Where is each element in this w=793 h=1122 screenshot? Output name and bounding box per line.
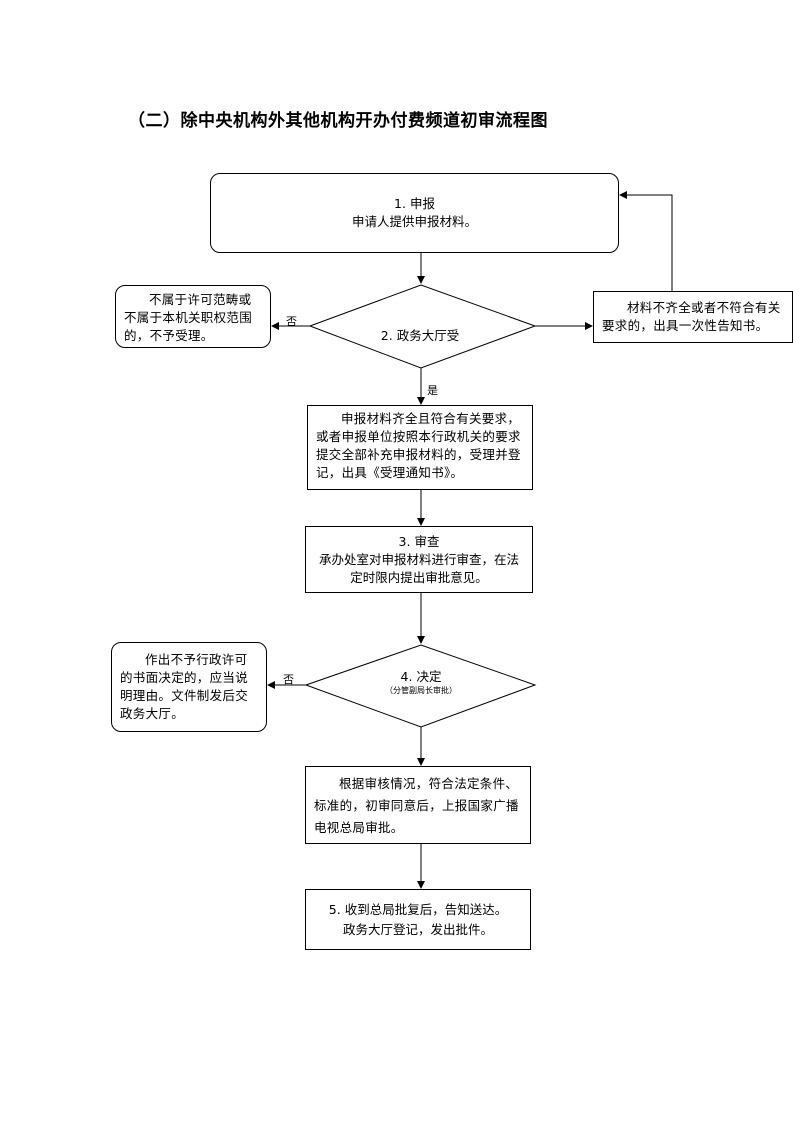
apply-step-text: 申请人提供申报材料。 (351, 214, 477, 229)
decision-diamond-decide (304, 644, 537, 728)
notify-line-1: 5. 收到总局批复后，告知送达。 (328, 901, 508, 917)
accept-register-box: 申报材料齐全且符合有关要求，或者申报单位按照本行政机关的要求提交全部补充申报材料… (307, 405, 533, 490)
review-step-box: 3. 审查 承办处室对申报材料进行审查，在法定时限内提出审批意见。 (305, 526, 533, 593)
hall-diamond-label: 2. 政务大厅受 (380, 328, 460, 343)
no-label-hall: 否 (286, 315, 297, 328)
report-approval-box: 根据审核情况，符合法定条件、标准的，初审同意后，上报国家广播电视总局审批。 (305, 766, 531, 844)
reject-scope-box: 不属于许可范畴或不属于本机关职权范围的，不予受理。 (115, 285, 271, 348)
page-title: （二）除中央机构外其他机构开办付费频道初审流程图 (128, 111, 548, 131)
apply-step-box: 1. 申报 申请人提供申报材料。 (210, 173, 619, 253)
reject-decision-box: 作出不予行政许可的书面决定的，应当说明理由。文件制发后交政务大厅。 (111, 642, 267, 732)
yes-label-hall: 是 (427, 384, 438, 397)
decide-heading: 4. 决定 (400, 669, 442, 684)
incomplete-materials-box: 材料不齐全或者不符合有关要求的，出具一次性告知书。 (593, 291, 793, 343)
review-step-text: 承办处室对申报材料进行审查，在法定时限内提出审批意见。 (318, 551, 519, 585)
notify-line-2: 政务大厅登记，发出批件。 (342, 921, 493, 937)
apply-step-heading: 1. 申报 (394, 196, 435, 211)
review-step-heading: 3. 审查 (398, 533, 440, 549)
decide-diamond-label: 4. 决定 （分管副局长审批） (345, 668, 497, 696)
no-label-decide: 否 (283, 673, 294, 686)
decide-note: （分管副局长审批） (385, 686, 457, 695)
notify-step-box: 5. 收到总局批复后，告知送达。 政务大厅登记，发出批件。 (305, 889, 531, 950)
